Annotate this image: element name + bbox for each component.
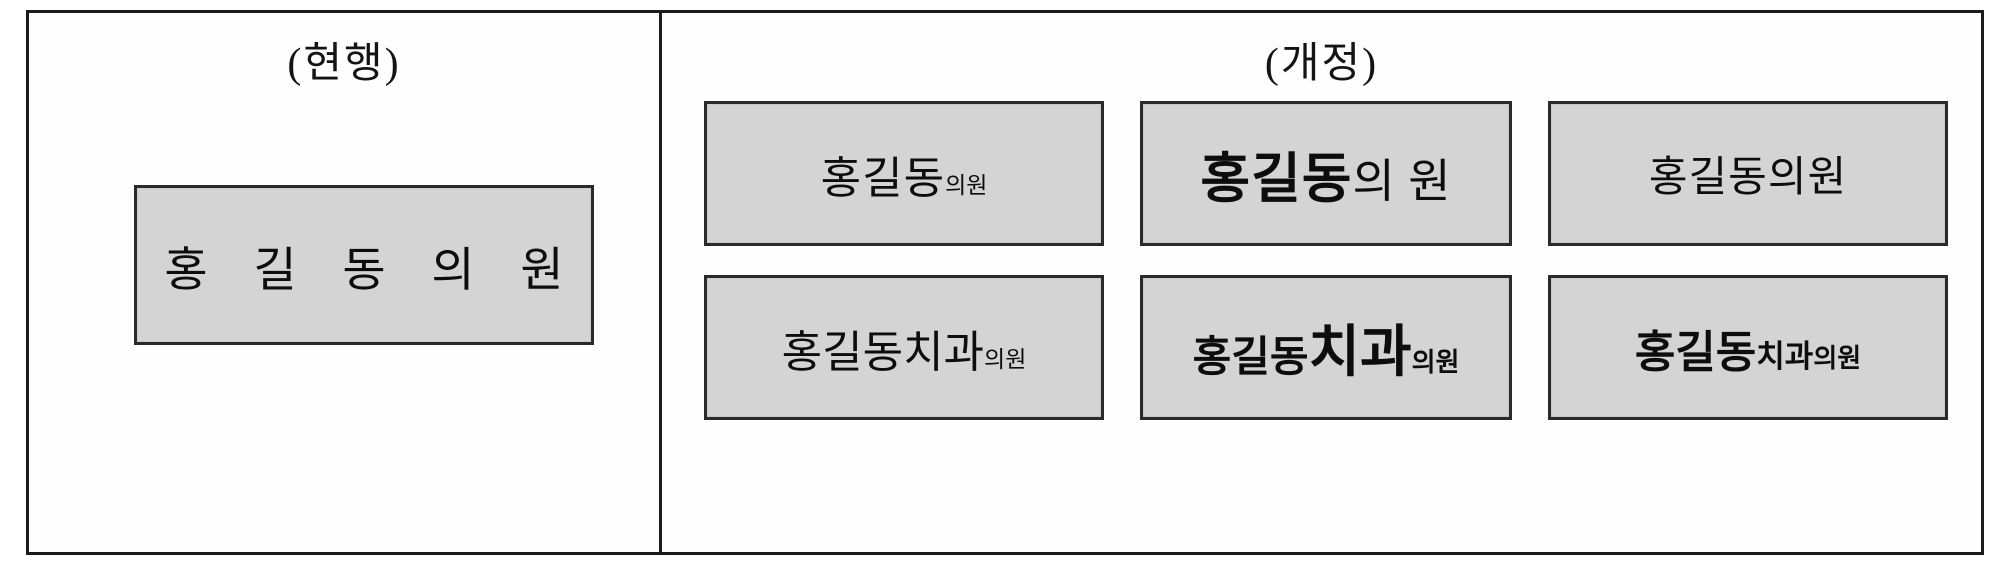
signboard-r1c2-small: 의 원 (1352, 156, 1452, 207)
signboard-r1c1-small: 의원 (945, 172, 988, 198)
signboard-r2c3-big: 홍길동 (1634, 327, 1757, 377)
signboard-r1c3-small: 의원 (1767, 155, 1848, 201)
signboard-r2c3-small: 의원 (1813, 343, 1862, 373)
signboard-r2c2-text: 홍길동 치과 의원 (1193, 307, 1460, 388)
signboard-r2c3-text: 홍길동 치과 의원 (1635, 316, 1861, 380)
signboard-r2c2: 홍길동 치과 의원 (1140, 275, 1512, 420)
signboard-r1c2: 홍길동 의 원 (1140, 101, 1512, 246)
signboard-r1c3-big: 홍길동 (1648, 155, 1768, 201)
signboard-r1c3-text: 홍길동 의원 (1649, 143, 1847, 204)
signboard-current-name: 홍 길 동 의 원 (164, 244, 581, 297)
column-revised: (개정) 홍길동 의원 홍길동 의 원 홍길동 의원 홍길동 치과 (662, 13, 1981, 552)
column-header-revised: (개정) (1264, 41, 1379, 87)
signboard-r2c1: 홍길동 치과 의원 (704, 275, 1104, 420)
signboard-r1c1-big: 홍길동 (820, 153, 946, 203)
signboard-r2c3-mid: 치과 (1756, 338, 1814, 374)
signboard-r1c1-text: 홍길동 의원 (821, 142, 988, 206)
signboard-r1c2-text: 홍길동 의 원 (1200, 134, 1451, 213)
column-header-current: (현행) (287, 41, 401, 87)
signboard-r2c1-big: 홍길동 (781, 327, 904, 377)
signboard-r2c1-mid: 치과 (903, 327, 985, 377)
signboard-r2c2-mid: 치과 (1308, 322, 1412, 384)
signboard-r2c2-big: 홍길동 (1192, 335, 1309, 381)
signboard-current: 홍 길 동 의 원 (134, 185, 594, 345)
signboard-r1c3: 홍길동 의원 (1548, 101, 1948, 246)
signboard-current-text: 홍 길 동 의 원 (147, 231, 580, 300)
signboard-r1c2-big: 홍길동 (1200, 149, 1353, 209)
column-divider (659, 13, 662, 552)
signboard-r2c1-small: 의원 (984, 346, 1027, 372)
signboard-r1c1: 홍길동 의원 (704, 101, 1104, 246)
signboard-r2c2-small: 의원 (1411, 348, 1460, 377)
comparison-figure: (현행) 홍 길 동 의 원 (개정) 홍길동 의원 홍길동 의 원 홍길동 (26, 10, 1984, 555)
column-current: (현행) 홍 길 동 의 원 (29, 13, 659, 552)
signboard-r2c1-text: 홍길동 치과 의원 (782, 316, 1027, 380)
signboard-r2c3: 홍길동 치과 의원 (1548, 275, 1948, 420)
